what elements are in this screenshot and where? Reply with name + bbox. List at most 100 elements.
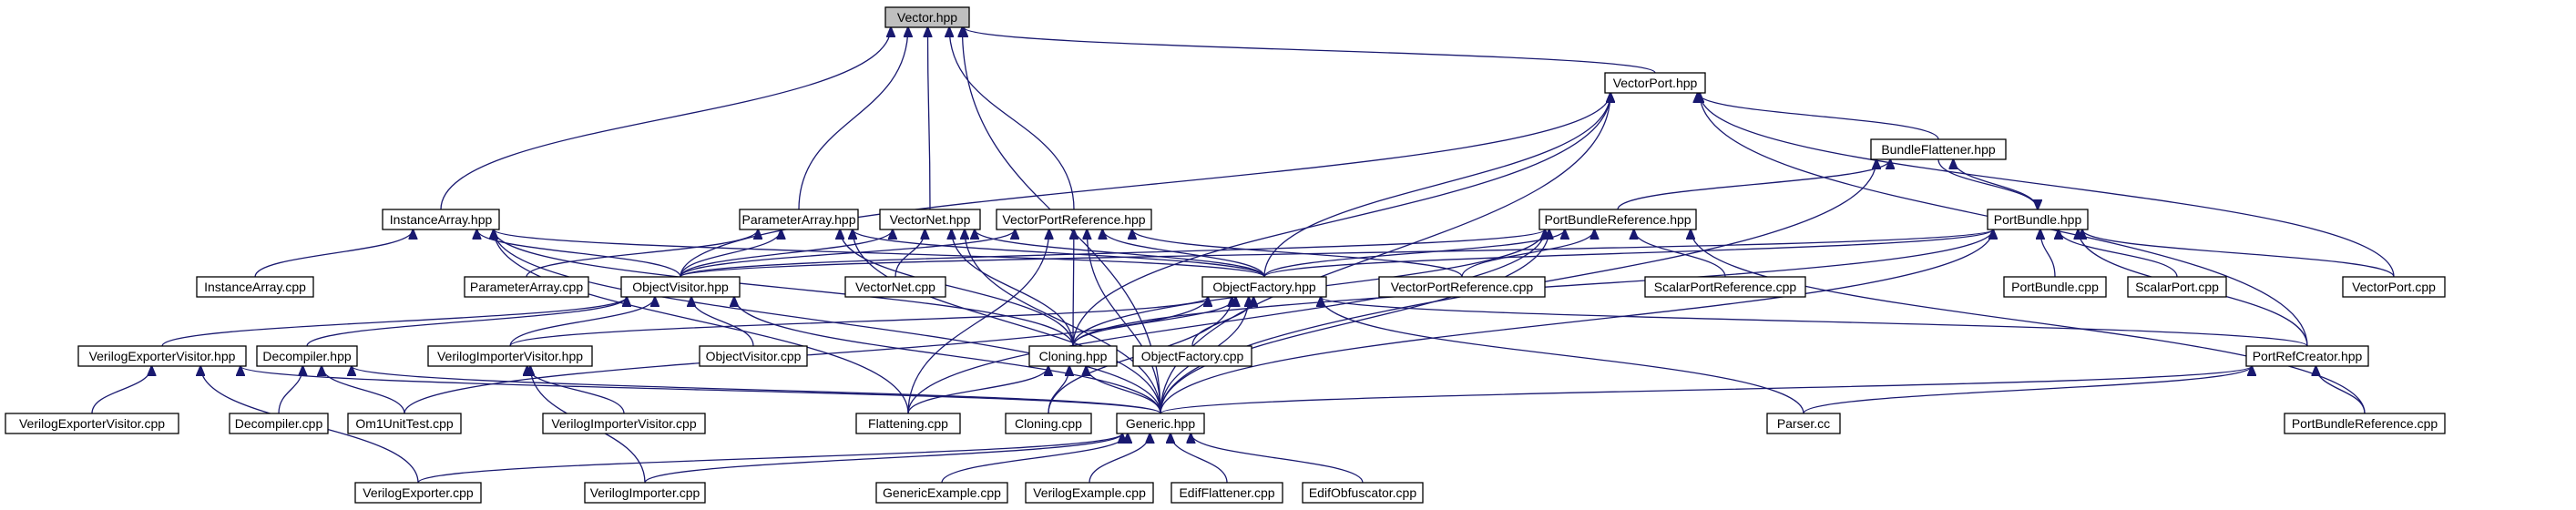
node-box xyxy=(1766,413,1841,434)
node-vectorport-cpp[interactable]: VectorPort.cpp xyxy=(2342,276,2446,298)
node-vectornet-hpp[interactable]: VectorNet.hpp xyxy=(879,209,981,230)
node-box xyxy=(256,345,358,367)
node-generic-hpp[interactable]: Generic.hpp xyxy=(1116,413,1205,434)
edge-portrefcreator-hpp-to-objectfactory-hpp xyxy=(1321,297,2308,347)
edge-instancearray-cpp-to-instancearray-hpp xyxy=(254,230,413,278)
node-scalarportreference-cpp[interactable]: ScalarPortReference.cpp xyxy=(1644,276,1806,298)
node-vectornet-cpp[interactable]: VectorNet.cpp xyxy=(844,276,946,298)
edge-verilogexample-cpp-to-generic-hpp xyxy=(1089,434,1150,484)
node-instancearray-hpp[interactable]: InstanceArray.hpp xyxy=(382,209,500,230)
node-parameterarray-cpp[interactable]: ParameterArray.cpp xyxy=(464,276,589,298)
node-label: Vector.hpp xyxy=(897,10,957,25)
node-decompiler-cpp[interactable]: Decompiler.cpp xyxy=(229,413,329,434)
node-vectorportreference-cpp[interactable]: VectorPortReference.cpp xyxy=(1378,276,1546,298)
node-vectorport-hpp[interactable]: VectorPort.hpp xyxy=(1604,72,1706,94)
node-box xyxy=(464,276,589,298)
node-verilogexporter-cpp[interactable]: VerilogExporter.cpp xyxy=(354,482,482,504)
node-objectfactory-hpp[interactable]: ObjectFactory.hpp xyxy=(1201,276,1327,298)
node-box xyxy=(879,209,981,230)
edge-objectfactory-hpp-to-instancearray-hpp xyxy=(494,230,1265,278)
edge-generic-hpp-to-portbundle-hpp xyxy=(1160,230,1993,414)
node-edifobfuscator-cpp[interactable]: EdifObfuscator.cpp xyxy=(1302,482,1424,504)
node-verilogexample-cpp[interactable]: VerilogExample.cpp xyxy=(1025,482,1154,504)
node-label: VerilogExporterVisitor.cpp xyxy=(19,416,165,431)
node-label: ObjectVisitor.cpp xyxy=(706,349,802,363)
node-vectorportreference-hpp[interactable]: VectorPortReference.hpp xyxy=(996,209,1152,230)
edge-verilogexportervisitor-cpp-to-verilogexportervisitor-hpp xyxy=(91,366,151,414)
edge-verilogimportervisitor-hpp-to-objectfactory-hpp xyxy=(509,297,1208,347)
node-label: ObjectFactory.cpp xyxy=(1141,349,1244,363)
node-label: InstanceArray.cpp xyxy=(204,280,306,294)
node-verilogexportervisitor-hpp[interactable]: VerilogExporterVisitor.hpp xyxy=(77,345,247,367)
node-portrefcreator-hpp[interactable]: PortRefCreator.hpp xyxy=(2245,345,2369,367)
node-label: EdifFlattener.cpp xyxy=(1179,485,1274,500)
node-label: VectorPortReference.hpp xyxy=(1002,212,1145,227)
edge-flattening-cpp-to-cloning-hpp xyxy=(907,366,1048,414)
node-vector-hpp[interactable]: Vector.hpp xyxy=(884,6,970,28)
node-box xyxy=(1116,413,1205,434)
node-box xyxy=(1302,482,1424,504)
node-label: ScalarPort.cpp xyxy=(2135,280,2219,294)
edge-generic-hpp-to-vectornet-hpp xyxy=(965,230,1161,414)
node-box xyxy=(427,345,593,367)
node-portbundlereference-hpp[interactable]: PortBundleReference.hpp xyxy=(1538,209,1697,230)
node-objectfactory-cpp[interactable]: ObjectFactory.cpp xyxy=(1132,345,1252,367)
node-instancearray-cpp[interactable]: InstanceArray.cpp xyxy=(196,276,314,298)
node-portbundle-cpp[interactable]: PortBundle.cpp xyxy=(2003,276,2107,298)
node-parser-cc[interactable]: Parser.cc xyxy=(1766,413,1841,434)
node-label: VectorPort.hpp xyxy=(1613,76,1698,90)
edge-ediflattener-cpp-to-generic-hpp xyxy=(1170,434,1228,484)
node-portbundlereference-cpp[interactable]: PortBundleReference.cpp xyxy=(2284,413,2446,434)
edge-parser-cc-to-objectfactory-hpp xyxy=(1321,297,1804,414)
node-objectvisitor-cpp[interactable]: ObjectVisitor.cpp xyxy=(699,345,808,367)
node-box xyxy=(1201,276,1327,298)
node-scalarport-cpp[interactable]: ScalarPort.cpp xyxy=(2127,276,2227,298)
node-box xyxy=(2284,413,2446,434)
node-label: Cloning.cpp xyxy=(1015,416,1082,431)
edge-cloning-hpp-to-parameterarray-hpp xyxy=(840,230,1074,347)
node-label: VerilogExample.cpp xyxy=(1033,485,1146,500)
node-label: EdifObfuscator.cpp xyxy=(1309,485,1417,500)
node-box xyxy=(1987,209,2089,230)
node-bundleflattener-hpp[interactable]: BundleFlattener.hpp xyxy=(1870,138,2007,160)
node-box xyxy=(1378,276,1546,298)
node-box xyxy=(996,209,1152,230)
node-parameterarray-hpp[interactable]: ParameterArray.hpp xyxy=(739,209,859,230)
node-cloning-cpp[interactable]: Cloning.cpp xyxy=(1005,413,1092,434)
edge-cloning-cpp-to-cloning-hpp xyxy=(1048,366,1069,414)
edge-cloning-hpp-to-instancearray-hpp xyxy=(494,230,1074,347)
edge-scalarportreference-cpp-to-portbundlereference-hpp xyxy=(1634,230,1726,278)
edge-cloning-hpp-to-vectorportreference-hpp xyxy=(1073,230,1074,347)
node-verilogimporter-cpp[interactable]: VerilogImporter.cpp xyxy=(584,482,706,504)
node-label: PortRefCreator.hpp xyxy=(2253,349,2363,363)
edge-objectvisitor-hpp-to-parameterarray-hpp xyxy=(680,230,782,278)
node-verilogimportervisitor-cpp[interactable]: VerilogImporterVisitor.cpp xyxy=(542,413,706,434)
node-box xyxy=(1170,482,1283,504)
node-label: VerilogExporterVisitor.hpp xyxy=(89,349,236,363)
node-decompiler-hpp[interactable]: Decompiler.hpp xyxy=(256,345,358,367)
node-box xyxy=(2342,276,2446,298)
node-portbundle-hpp[interactable]: PortBundle.hpp xyxy=(1987,209,2089,230)
node-ediflattener-cpp[interactable]: EdifFlattener.cpp xyxy=(1170,482,1283,504)
node-label: PortBundleReference.hpp xyxy=(1544,212,1691,227)
node-box xyxy=(347,413,462,434)
node-cloning-hpp[interactable]: Cloning.hpp xyxy=(1028,345,1118,367)
edge-objectvisitor-hpp-to-portbundlereference-hpp xyxy=(680,230,1545,278)
node-flattening-cpp[interactable]: Flattening.cpp xyxy=(855,413,961,434)
node-verilogexportervisitor-cpp[interactable]: VerilogExporterVisitor.cpp xyxy=(5,413,179,434)
node-box xyxy=(1132,345,1252,367)
node-label: Decompiler.cpp xyxy=(235,416,323,431)
node-box xyxy=(1870,138,2007,160)
node-label: Generic.hpp xyxy=(1126,416,1195,431)
node-om1unittest-cpp[interactable]: Om1UnitTest.cpp xyxy=(347,413,462,434)
node-label: Flattening.cpp xyxy=(868,416,948,431)
node-verilogimportervisitor-hpp[interactable]: VerilogImporterVisitor.hpp xyxy=(427,345,593,367)
node-label: VectorNet.cpp xyxy=(855,280,935,294)
edge-objectvisitor-hpp-to-vectorportreference-hpp xyxy=(680,230,1015,278)
edge-portbundlereference-cpp-to-portrefcreator-hpp xyxy=(2315,366,2366,414)
node-label: Om1UnitTest.cpp xyxy=(355,416,454,431)
node-objectvisitor-hpp[interactable]: ObjectVisitor.hpp xyxy=(620,276,741,298)
node-genericexample-cpp[interactable]: GenericExample.cpp xyxy=(875,482,1008,504)
edge-bundleflattener-hpp-to-portbundle-hpp xyxy=(1937,158,2038,209)
edge-vectornet-cpp-to-vectornet-hpp xyxy=(894,230,925,278)
